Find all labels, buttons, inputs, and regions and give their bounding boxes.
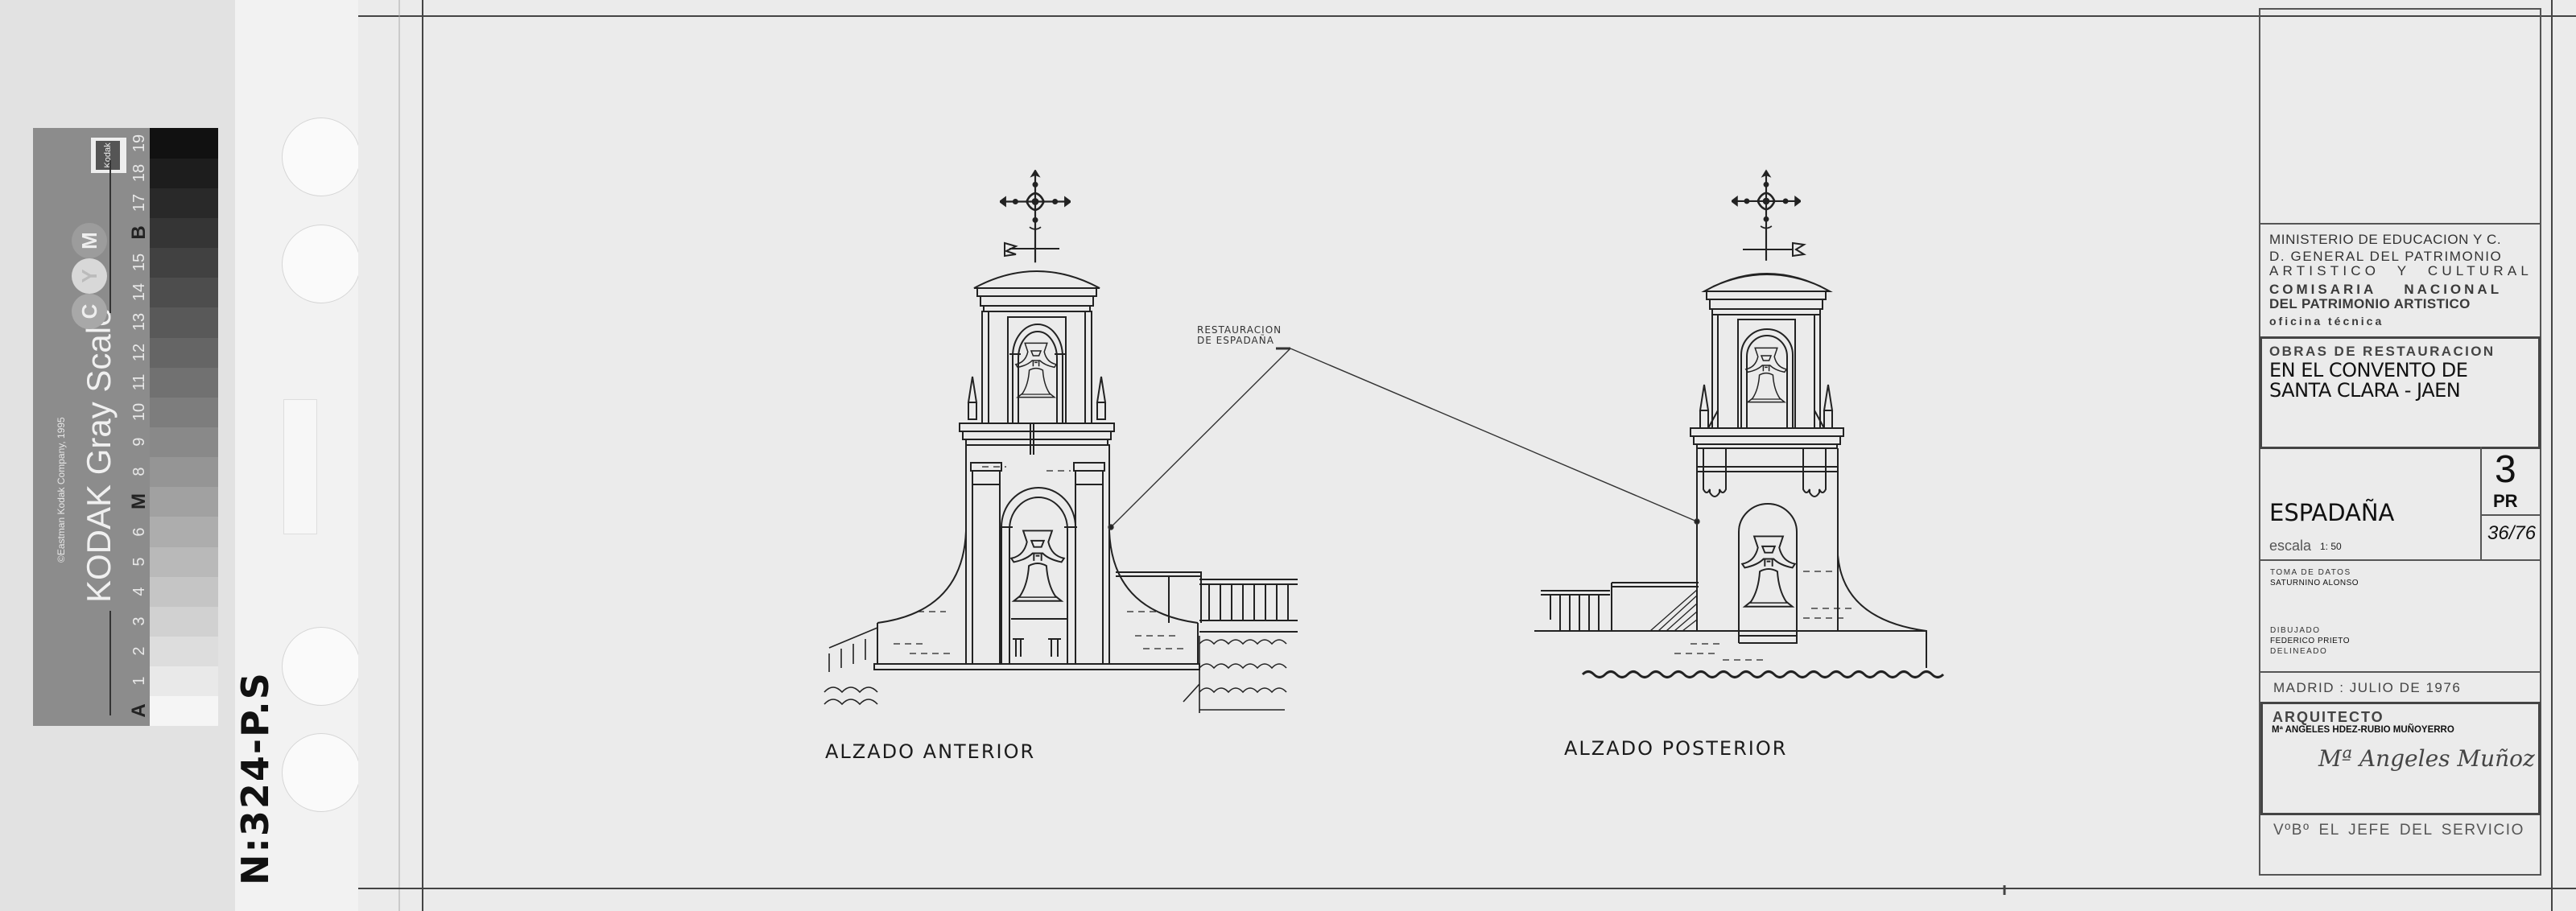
gray-patch — [150, 128, 218, 159]
survey-name: SATURNINO ALONSO — [2270, 579, 2359, 587]
survey-label: TOMA DE DATOS — [2270, 568, 2351, 577]
gray-patch — [150, 158, 218, 188]
stair-hatch — [1649, 589, 1698, 632]
sheet-frame — [358, 0, 2576, 911]
balustrade — [1541, 590, 1610, 631]
approval-text: VºBº EL JEFE DEL SERVICIO — [2273, 822, 2525, 839]
gray-patch — [150, 606, 218, 637]
gray-patch — [150, 666, 218, 697]
ground-break-line — [1581, 670, 1945, 678]
architect-signature: Mª Angeles Muñoz — [2318, 745, 2535, 772]
scale-label: escala — [2269, 538, 2312, 554]
drawing-sheet — [358, 0, 2576, 911]
punch-hole — [282, 117, 361, 196]
office-text: oficina técnica — [2269, 315, 2384, 328]
caption-rear-elevation: ALZADO POSTERIOR — [1564, 737, 1788, 760]
weathervane-flag — [1004, 241, 1059, 258]
gray-patch — [150, 397, 218, 427]
commission-text-2: DEL PATRIMONIO ARTISTICO — [2269, 296, 2471, 311]
buttress-curve — [1837, 554, 1927, 668]
pinnacle — [967, 376, 1107, 420]
sheet-number: 3 — [2495, 448, 2516, 491]
gray-patch — [150, 516, 218, 547]
ministry-text: MINISTERIO DE EDUCACION Y C. — [2269, 232, 2502, 247]
sheet-title: ESPADAÑA — [2269, 499, 2395, 526]
directorate-text: D. GENERAL DEL PATRIMONIO — [2269, 249, 2503, 264]
kodak-logo: Kodak — [91, 138, 126, 173]
gray-patch — [150, 247, 218, 278]
gray-patch — [150, 456, 218, 488]
gray-patch — [150, 307, 218, 338]
restoration-annotation: RESTAURACION DE ESPADAÑA — [1197, 324, 1282, 346]
paper-slot — [283, 399, 317, 534]
gray-patch — [150, 217, 218, 249]
card-rule — [109, 160, 111, 313]
gray-patch — [150, 188, 218, 218]
balustrade — [1199, 579, 1298, 633]
sheet-series: PR — [2493, 491, 2518, 511]
project-line-2: SANTA CLARA - JAEN — [2269, 379, 2461, 402]
place-date: MADRID : JULIO DE 1976 — [2273, 680, 2462, 695]
gray-patch — [150, 546, 218, 577]
punch-hole — [282, 225, 361, 303]
punch-hole — [282, 627, 361, 706]
file-number: 36/76 — [2487, 522, 2537, 544]
gray-patch — [150, 576, 218, 607]
gray-patch — [150, 277, 218, 308]
scale-value: 1: 50 — [2320, 541, 2342, 552]
buttress-curve — [877, 530, 1199, 624]
commission-text: COMISARIA NACIONAL — [2269, 282, 2503, 297]
leader-lines — [1108, 347, 1700, 530]
project-heading: OBRAS DE RESTAURACION — [2269, 344, 2496, 359]
roof-tiles — [824, 627, 1287, 713]
architect-box — [2260, 702, 2541, 815]
caption-front-elevation: ALZADO ANTERIOR — [825, 740, 1036, 763]
corbel — [1703, 448, 1827, 497]
punch-hole — [282, 733, 361, 812]
gray-patch — [150, 367, 218, 398]
gray-patch — [150, 337, 218, 368]
drawn-name: FEDERICO PRIETO — [2270, 637, 2350, 645]
front-elevation-tower — [824, 170, 1298, 713]
weathervane-cross-icon — [1732, 169, 1801, 262]
gray-patch — [150, 636, 218, 667]
architect-name: Mª ANGELES HDEZ-RUBIO MUÑOYERRO — [2272, 725, 2454, 735]
gray-patch — [150, 427, 218, 458]
drafted-label: DELINEADO — [2270, 647, 2328, 656]
gray-patch — [150, 695, 218, 727]
card-rule — [109, 611, 111, 715]
pinnacle — [1699, 384, 1834, 429]
project-box — [2260, 336, 2541, 449]
directorate-text-2: ARTISTICO Y CULTURAL — [2269, 263, 2533, 278]
rear-elevation-tower — [1534, 169, 1945, 678]
weathervane-flag — [1743, 241, 1806, 258]
drawn-label: DIBUJADO — [2270, 626, 2321, 635]
project-line-1: EN EL CONVENTO DE — [2269, 359, 2468, 381]
masonry-hatch — [1674, 571, 1852, 661]
architect-label: ARQUITECTO — [2273, 709, 2384, 725]
masonry-hatch — [894, 466, 1183, 654]
gray-patch — [150, 486, 218, 517]
